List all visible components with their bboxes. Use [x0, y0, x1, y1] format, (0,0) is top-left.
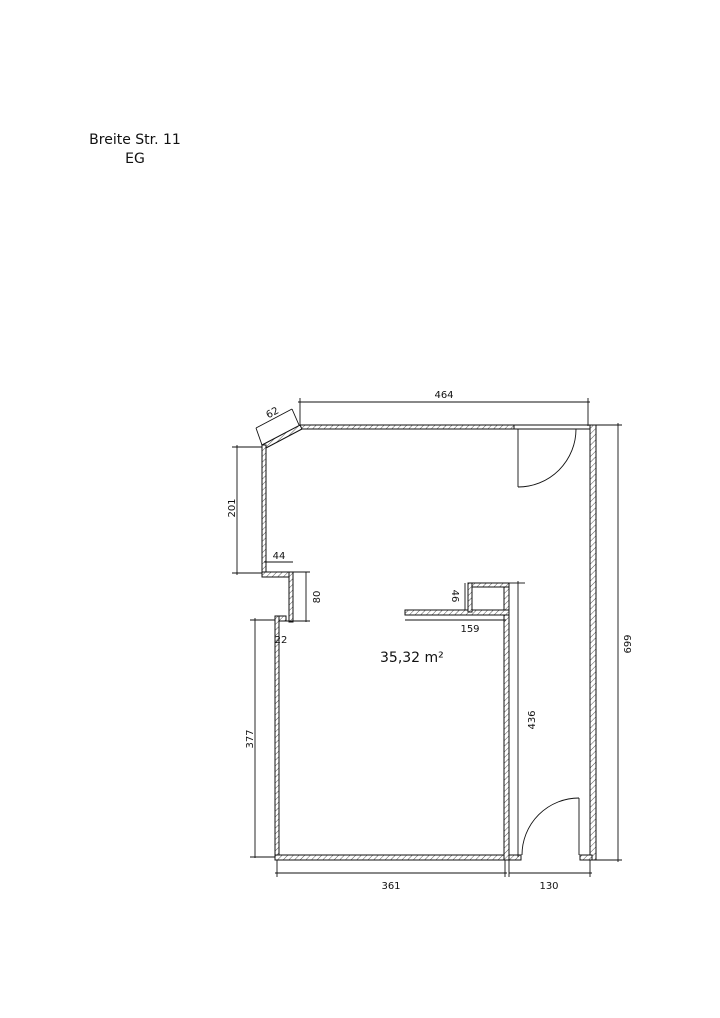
wall-partition	[404, 609, 510, 616]
wall-step-horizontal	[261, 571, 294, 578]
floor-label: EG	[125, 151, 145, 167]
dim-bottom-left: 361	[381, 881, 400, 892]
wall-step-vertical	[288, 571, 294, 623]
wall-diagonal	[261, 424, 303, 449]
wall-top-door-frame	[513, 424, 591, 430]
door-top	[517, 428, 577, 488]
address-label: Breite Str. 11	[89, 132, 181, 148]
wall-left-lower	[274, 615, 280, 861]
wall-bottom-right-b	[579, 854, 593, 861]
wall-inner-vertical	[503, 582, 510, 861]
wall-left-upper	[261, 444, 267, 578]
dimension-lines	[232, 398, 622, 877]
dim-top-width: 464	[434, 390, 453, 401]
walls	[261, 424, 597, 861]
dim-bottom-right: 130	[539, 881, 558, 892]
dim-left-lower: 377	[245, 729, 256, 748]
dim-step-width: 44	[273, 551, 286, 562]
dim-total-height: 699	[623, 634, 634, 653]
wall-niche-side	[467, 582, 473, 613]
dim-inner-wall: 436	[527, 710, 538, 729]
wall-bottom-right-a	[508, 854, 522, 861]
dim-step-height: 80	[312, 591, 323, 604]
dim-left-upper: 201	[227, 498, 238, 517]
area-label: 35,32 m²	[380, 650, 444, 666]
door-bottom	[521, 797, 580, 856]
wall-niche-top	[467, 582, 510, 588]
wall-right	[589, 424, 597, 861]
wall-bottom	[274, 854, 510, 861]
dim-step-small: 22	[275, 635, 288, 646]
dim-partition-width: 159	[460, 624, 479, 635]
dim-niche-height: 46	[449, 590, 460, 603]
dim-diagonal: 62	[265, 405, 281, 421]
